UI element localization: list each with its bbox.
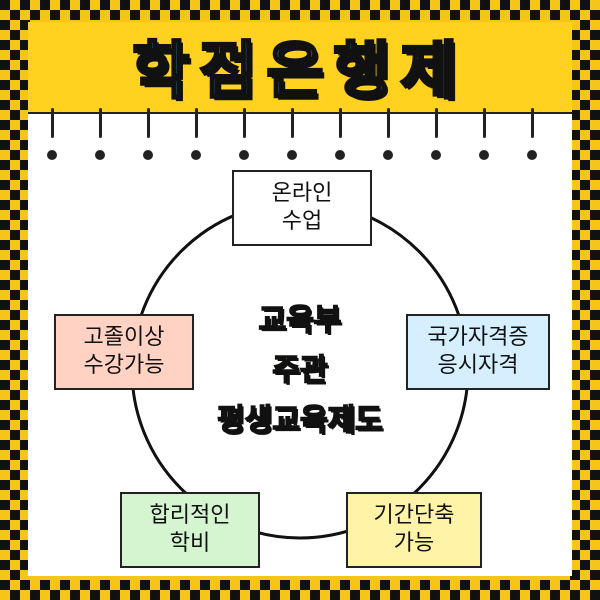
binding-hole bbox=[383, 150, 393, 160]
binding-wire bbox=[483, 108, 486, 138]
node-label-line: 국가자격증 bbox=[427, 325, 529, 350]
node-label-line: 합리적인 bbox=[149, 503, 231, 528]
binding-wire bbox=[339, 108, 342, 138]
node-label-line: 학비 bbox=[169, 531, 211, 556]
binding-hole bbox=[191, 150, 201, 160]
binding-hole bbox=[479, 150, 489, 160]
page-title: 학점은행제 bbox=[131, 33, 468, 109]
binding-wire bbox=[147, 108, 150, 138]
binding-wire bbox=[435, 108, 438, 138]
binding-wire bbox=[243, 108, 246, 138]
center-line-1: 교육부 bbox=[258, 302, 342, 339]
node-label-line: 수업 bbox=[281, 209, 323, 234]
binding-hole bbox=[95, 150, 105, 160]
binding-hole bbox=[431, 150, 441, 160]
node-label-line: 기간단축 bbox=[373, 503, 455, 528]
node-high-school-graduates: 고졸이상 수강가능 bbox=[54, 314, 194, 390]
node-reasonable-tuition: 합리적인 학비 bbox=[120, 492, 260, 568]
title-banner bbox=[28, 22, 572, 112]
binding-hole bbox=[335, 150, 345, 160]
node-label-line: 온라인 bbox=[271, 181, 333, 206]
binding-wire bbox=[387, 108, 390, 138]
node-label-line: 수강가능 bbox=[83, 353, 165, 378]
center-line-3: 평생교육제도 bbox=[216, 402, 383, 439]
binding-hole bbox=[47, 150, 57, 160]
center-label: 교육부 주관 평생교육제도 bbox=[200, 296, 400, 446]
binding-wire bbox=[291, 108, 294, 138]
binding-wire bbox=[99, 108, 102, 138]
binding-hole bbox=[527, 150, 537, 160]
binding-wire bbox=[195, 108, 198, 138]
center-line-2: 주관 bbox=[272, 352, 329, 389]
binding-wire bbox=[531, 108, 534, 138]
node-label-line: 고졸이상 bbox=[83, 325, 165, 350]
node-shortened-period: 기간단축 가능 bbox=[346, 492, 482, 568]
binding-hole bbox=[287, 150, 297, 160]
binding-hole bbox=[239, 150, 249, 160]
node-national-certificate: 국가자격증 응시자격 bbox=[406, 314, 550, 390]
node-label-line: 응시자격 bbox=[437, 353, 519, 378]
node-label-line: 가능 bbox=[393, 531, 435, 556]
binding-hole bbox=[143, 150, 153, 160]
node-online-classes: 온라인 수업 bbox=[232, 170, 372, 246]
binding-wire bbox=[51, 108, 54, 138]
